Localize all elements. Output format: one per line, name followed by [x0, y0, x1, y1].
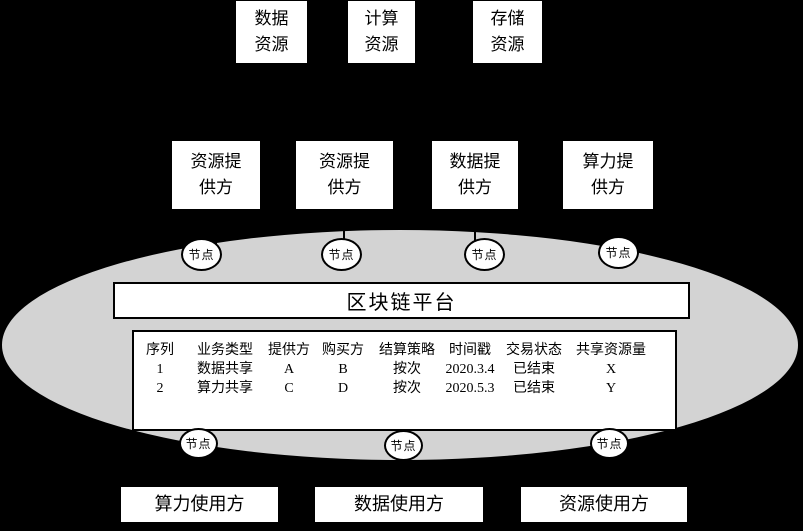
node-top-1: 节点 — [181, 238, 222, 271]
node-bottom-3: 节点 — [590, 428, 629, 459]
node-bottom-3-label: 节点 — [596, 437, 623, 451]
consumer-box-data-label: 数据使用方 — [354, 494, 444, 514]
table-cell: 已结束 — [513, 381, 555, 396]
table-cell: 按次 — [393, 381, 421, 396]
provider-box-resource-1-line2: 供方 — [199, 178, 233, 197]
table-cell: 已结束 — [513, 362, 555, 377]
table-header-cell: 购买方 — [322, 343, 364, 358]
provider-box-compute-line1: 算力提 — [582, 152, 634, 171]
table-row: 2 算力共享 C D 按次 2020.5.3 已结束 Y — [134, 379, 675, 398]
table-cell: 数据共享 — [197, 362, 253, 377]
provider-box-resource-2-line2: 供方 — [327, 178, 362, 197]
blockchain-platform-label: 区块链平台 — [346, 292, 457, 314]
table-header-cell: 共享资源量 — [576, 343, 646, 358]
table-header-cell: 序列 — [146, 343, 174, 358]
resource-box-storage: 存储 资源 — [473, 1, 542, 63]
provider-box-resource-1: 资源提 供方 — [172, 141, 260, 209]
table-cell: 按次 — [393, 362, 421, 377]
node-top-3: 节点 — [464, 238, 505, 271]
provider-box-resource-2-line1: 资源提 — [319, 152, 370, 171]
resource-box-data-line1: 数据 — [254, 9, 289, 28]
provider-box-data-line2: 供方 — [458, 178, 492, 197]
node-bottom-2: 节点 — [384, 430, 423, 461]
table-cell: 2 — [156, 381, 164, 396]
provider-box-compute-line2: 供方 — [591, 178, 625, 197]
table-cell: B — [338, 362, 348, 377]
resource-box-data-line2: 资源 — [254, 35, 289, 54]
table-cell: Y — [605, 381, 617, 396]
node-top-2-label: 节点 — [328, 248, 355, 262]
connector-node-consumer2 — [403, 440, 405, 486]
provider-box-data: 数据提 供方 — [432, 141, 518, 209]
table-cell: A — [283, 362, 295, 377]
resource-box-compute-line1: 计算 — [364, 9, 399, 28]
resource-box-storage-line2: 资源 — [490, 35, 525, 54]
consumer-box-resource: 资源使用方 — [521, 487, 687, 522]
table-row: 1 数据共享 A B 按次 2020.3.4 已结束 X — [134, 360, 675, 379]
table-header-cell: 结算策略 — [379, 343, 435, 358]
consumer-box-data: 数据使用方 — [315, 487, 483, 522]
table-header-cell: 时间戳 — [449, 343, 491, 358]
table-header-cell: 提供方 — [268, 343, 310, 358]
node-bottom-1: 节点 — [179, 428, 218, 459]
node-bottom-1-label: 节点 — [185, 437, 212, 451]
node-bottom-2-label: 节点 — [390, 439, 417, 453]
table-cell: D — [337, 381, 349, 396]
table-cell: C — [284, 381, 294, 396]
provider-box-resource-1-line1: 资源提 — [190, 152, 242, 171]
resource-box-compute: 计算 资源 — [348, 1, 415, 63]
table-cell: 1 — [156, 362, 164, 377]
node-top-2: 节点 — [321, 238, 362, 271]
blockchain-platform-banner: 区块链平台 — [113, 282, 690, 319]
connector-node-consumer3 — [609, 440, 611, 486]
consumer-box-resource-label: 资源使用方 — [559, 494, 649, 514]
connector-node-consumer1 — [198, 440, 200, 486]
table-header-row: 序列 业务类型 提供方 购买方 结算策略 时间戳 交易状态 共享资源量 — [134, 341, 675, 360]
provider-box-resource-2: 资源提 供方 — [296, 141, 393, 209]
consumer-box-compute: 算力使用方 — [121, 487, 278, 522]
table-header-cell: 交易状态 — [506, 343, 562, 358]
connector-provider1-node — [215, 209, 217, 255]
connector-provider3-node — [474, 209, 476, 255]
provider-box-data-line1: 数据提 — [449, 152, 501, 171]
provider-box-compute: 算力提 供方 — [563, 141, 653, 209]
consumer-box-compute-label: 算力使用方 — [154, 494, 245, 514]
resource-box-data: 数据 资源 — [236, 1, 307, 63]
resource-box-compute-line2: 资源 — [364, 35, 399, 54]
table-cell: 2020.3.4 — [445, 362, 495, 377]
table-cell: 算力共享 — [197, 381, 253, 396]
table-cell: 2020.5.3 — [445, 381, 495, 396]
resource-box-storage-line1: 存储 — [490, 9, 525, 28]
connector-provider4-node — [607, 209, 609, 255]
node-top-3-label: 节点 — [471, 248, 498, 262]
table-cell: X — [605, 362, 617, 377]
node-top-4-label: 节点 — [605, 246, 632, 260]
node-top-1-label: 节点 — [188, 248, 215, 262]
node-top-4: 节点 — [598, 236, 639, 269]
connector-provider2-node — [343, 209, 345, 255]
transaction-ledger-table: 序列 业务类型 提供方 购买方 结算策略 时间戳 交易状态 共享资源量 1 数据… — [132, 330, 677, 431]
table-header-cell: 业务类型 — [197, 343, 253, 358]
